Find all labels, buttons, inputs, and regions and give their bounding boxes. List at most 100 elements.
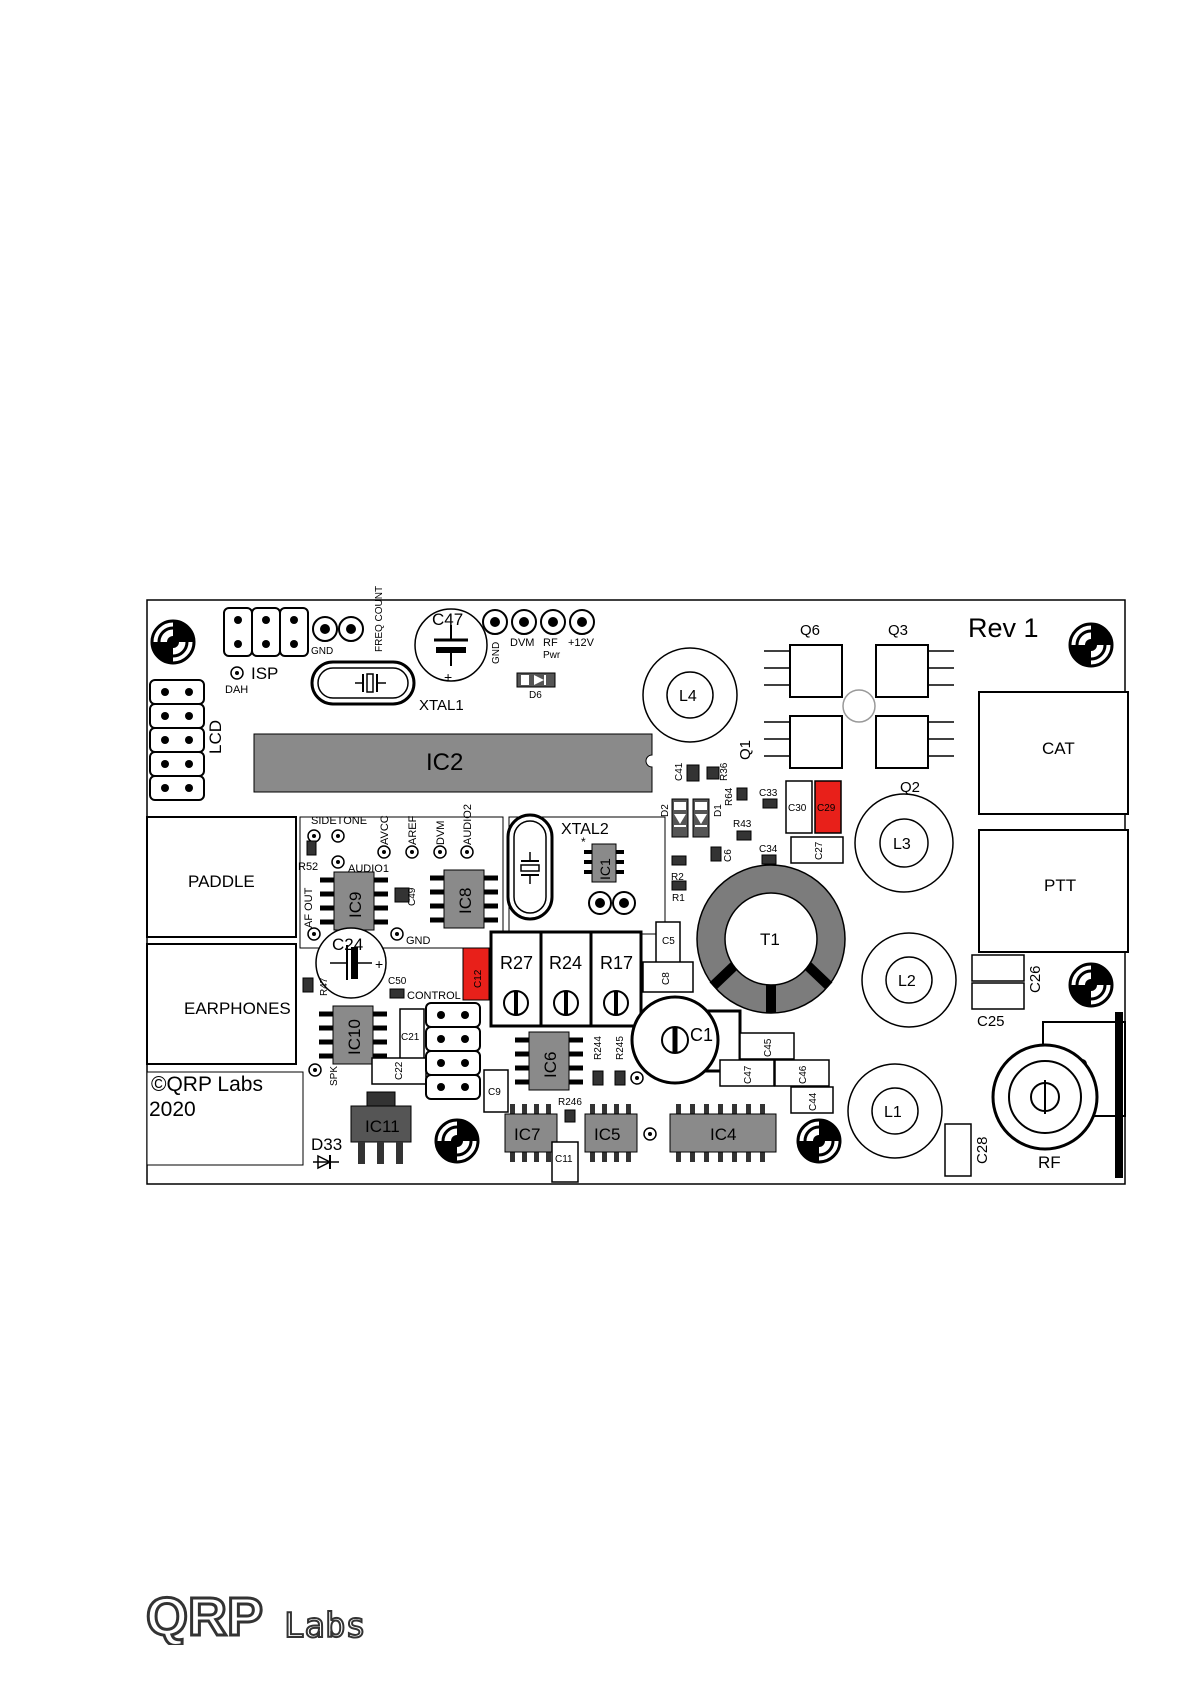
c34-label: C34 — [759, 844, 778, 855]
capacitor-c11 — [551, 1141, 579, 1183]
test-point-icon — [433, 845, 447, 859]
mounting-hole-small — [842, 689, 876, 723]
ic8-chip — [430, 869, 498, 929]
pwr-label: Pwr — [543, 650, 561, 661]
plus-sign: + — [375, 956, 383, 972]
capacitor-c29 — [814, 780, 842, 834]
isp-header — [223, 607, 309, 657]
power-header — [482, 609, 595, 635]
r47-label: R47 — [319, 977, 330, 996]
r36-label: R36 — [719, 762, 730, 781]
c49-label: C49 — [407, 887, 418, 906]
ptt-connector[interactable] — [978, 829, 1129, 953]
capacitor-c44 — [790, 1086, 834, 1114]
c47b-label: C47 — [743, 1065, 754, 1084]
ic7-label: IC7 — [514, 1125, 540, 1144]
earphones-label: EARPHONES — [184, 999, 291, 1018]
c50-label: C50 — [388, 976, 407, 987]
resistor-r1 — [671, 880, 687, 891]
capacitor-c8 — [642, 961, 694, 993]
capacitor-c45 — [739, 1032, 795, 1060]
diode-d6 — [516, 672, 556, 688]
capacitor-c21 — [399, 1008, 425, 1066]
earphones-connector[interactable] — [146, 943, 297, 1065]
capacitor-c25 — [971, 982, 1025, 1010]
test-point-icon — [630, 1071, 644, 1085]
inductor-l2 — [861, 932, 957, 1028]
mounting-hole-icon — [150, 619, 196, 665]
dah-label: DAH — [225, 684, 248, 696]
ic7-chip — [504, 1104, 558, 1162]
cat-connector[interactable] — [978, 691, 1129, 815]
gnd-label-1: GND — [311, 646, 333, 657]
capacitor-c49 — [394, 887, 410, 903]
xtal1-label: XTAL1 — [419, 697, 464, 714]
test-point-icon — [331, 855, 345, 869]
r17-label: R17 — [600, 953, 633, 973]
transistor-q2 — [875, 715, 954, 769]
c33-label: C33 — [759, 788, 778, 799]
gnd-tp-label: GND — [406, 935, 431, 947]
r1-label: R1 — [672, 893, 685, 904]
l2-label: L2 — [898, 973, 916, 990]
t1-label: T1 — [760, 930, 780, 949]
two-pin-header — [588, 891, 636, 915]
rf-header-label: RF — [543, 637, 558, 649]
mounting-hole-icon — [796, 1118, 842, 1164]
sidetone-label: SIDETONE — [311, 815, 367, 827]
r27-label: R27 — [500, 953, 533, 973]
resistor-r244 — [592, 1070, 604, 1086]
c1-label: C1 — [690, 1025, 713, 1045]
diode-d33 — [313, 1154, 339, 1170]
capacitor-c30 — [785, 780, 813, 834]
test-point-icon — [307, 927, 321, 941]
trimmer-r17[interactable] — [589, 930, 643, 1028]
ic4-label: IC4 — [710, 1125, 736, 1144]
q3-label: Q3 — [888, 622, 908, 639]
c6-label: C6 — [723, 849, 734, 862]
test-point-icon — [308, 1063, 322, 1077]
mounting-hole-icon — [1068, 622, 1114, 668]
c45-label: C45 — [763, 1038, 774, 1057]
r64-label: R64 — [724, 787, 735, 806]
mounting-hole-icon — [434, 1118, 480, 1164]
asterisk-mark: * — [581, 835, 586, 849]
r52-label: R52 — [298, 861, 318, 873]
c46-label: C46 — [798, 1065, 809, 1084]
q2-label: Q2 — [900, 779, 920, 796]
test-point-icon — [230, 666, 244, 680]
trimmer-r24[interactable] — [539, 930, 593, 1028]
capacitor-c46 — [774, 1059, 830, 1087]
rf-bnc-connector[interactable] — [991, 1012, 1126, 1178]
ic10-label: IC10 — [345, 1019, 364, 1055]
ic5-label: IC5 — [594, 1125, 620, 1144]
c25-label: C25 — [977, 1013, 1005, 1030]
af-out-label: AF OUT — [303, 887, 315, 928]
ic10-chip — [319, 1005, 387, 1065]
copyright-line-2: 2020 — [149, 1098, 196, 1121]
ic-subboard-left — [299, 816, 504, 949]
ptt-label: PTT — [1044, 876, 1076, 895]
mounting-hole-icon — [1068, 962, 1114, 1008]
capacitor-c12 — [462, 947, 490, 1001]
c41-label: C41 — [674, 762, 685, 781]
test-point-icon — [390, 927, 404, 941]
c11-label: C11 — [555, 1154, 573, 1165]
resistor-r245 — [614, 1070, 626, 1086]
paddle-connector[interactable] — [146, 816, 297, 938]
test-point-icon — [377, 845, 391, 859]
c21-label: C21 — [401, 1032, 420, 1043]
ic11-chip — [350, 1091, 412, 1164]
l3-label: L3 — [893, 836, 911, 853]
c28-label: C28 — [974, 1136, 991, 1164]
avcc-label: AVCC — [379, 815, 391, 845]
resistor-r47 — [302, 977, 314, 993]
plus-sign: + — [444, 669, 452, 685]
test-point-icon — [460, 845, 474, 859]
trimmer-r27[interactable] — [489, 930, 543, 1028]
freq-count-header — [312, 616, 364, 642]
capacitor-c9 — [483, 1069, 509, 1113]
trimmer-c1[interactable] — [630, 995, 742, 1085]
ic6-label: IC6 — [541, 1052, 560, 1078]
